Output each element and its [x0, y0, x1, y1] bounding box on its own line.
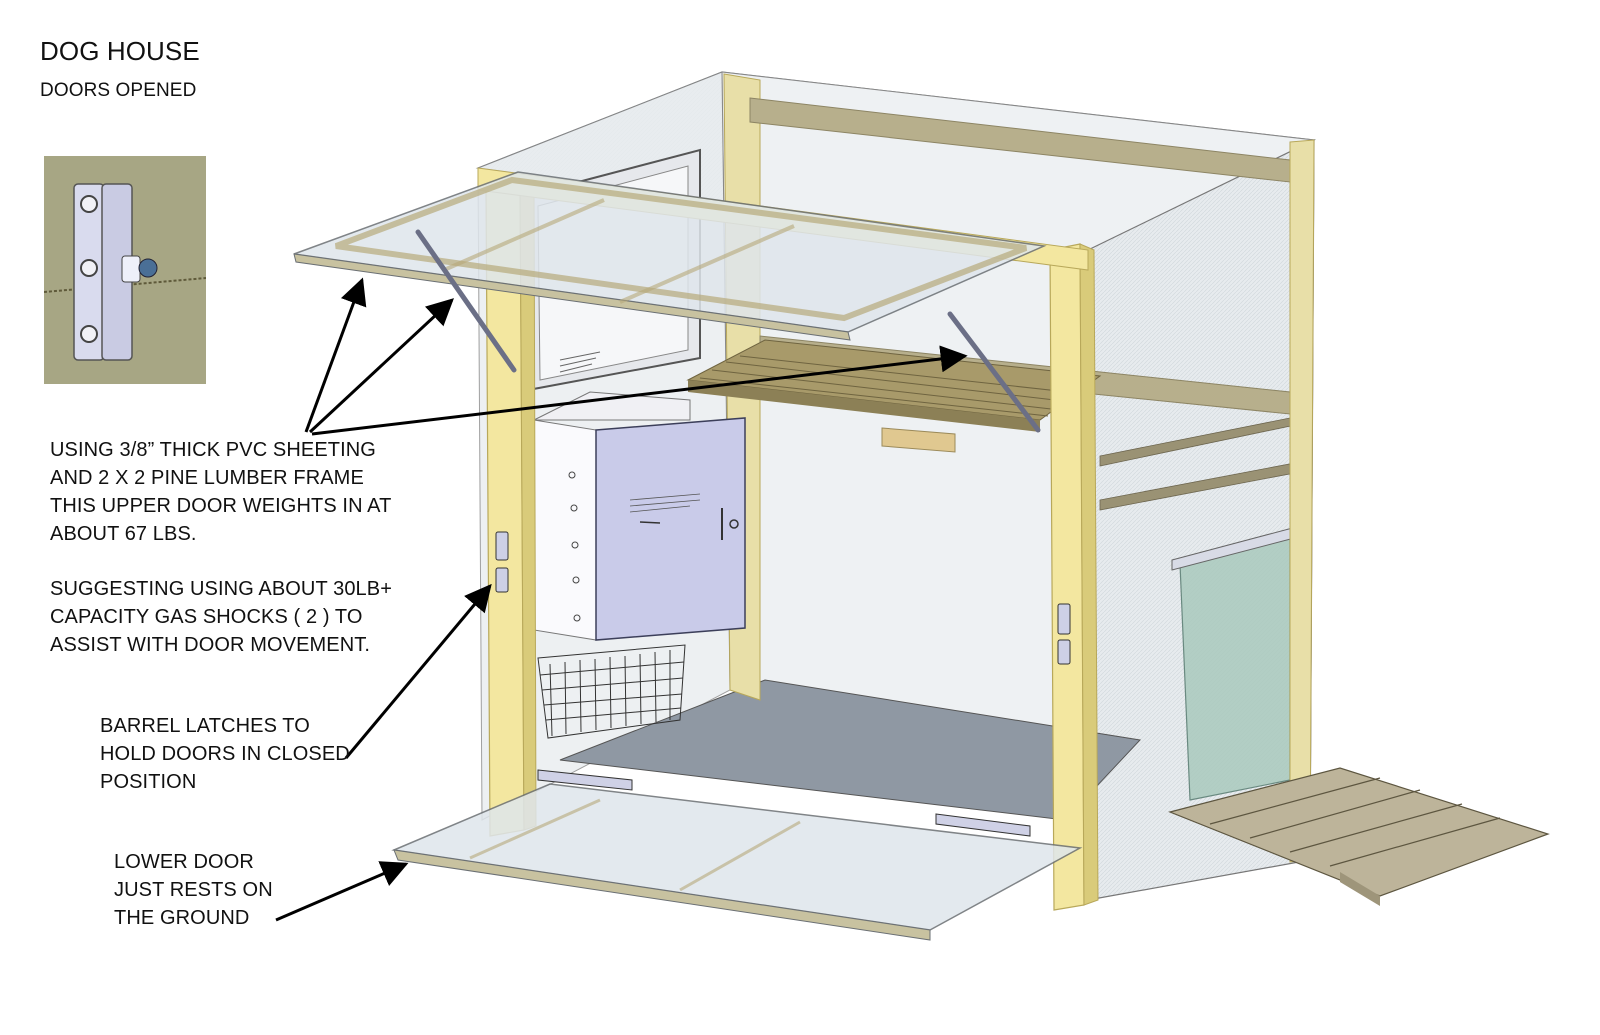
upper-door	[293, 171, 1047, 341]
note-line: LOWER DOOR	[114, 851, 254, 873]
note-line: SUGGESTING USING ABOUT 30LB+	[50, 578, 392, 600]
barrel-latches-note: BARREL LATCHES TO HOLD DOORS IN CLOSED P…	[100, 712, 350, 796]
front-right-post	[1049, 243, 1099, 911]
lower-door-note: LOWER DOOR JUST RESTS ON THE GROUND	[114, 848, 273, 932]
wire-basket	[537, 644, 686, 739]
ramp	[1168, 767, 1550, 906]
note-line: JUST RESTS ON	[114, 879, 273, 901]
note-line: USING 3/8” THICK PVC SHEETING	[50, 439, 376, 461]
note-line: THE GROUND	[114, 907, 250, 929]
hinge-icon	[43, 183, 207, 361]
lower-hinges	[537, 769, 1031, 837]
hinge-detail-inset	[43, 156, 207, 384]
upper-door-note: USING 3/8” THICK PVC SHEETING AND 2 X 2 …	[50, 436, 391, 548]
note-line: ASSIST WITH DOOR MOVEMENT.	[50, 634, 371, 656]
note-line: AND 2 X 2 PINE LUMBER FRAME	[50, 467, 364, 489]
note-line: POSITION	[100, 771, 197, 793]
back-right-post	[1289, 139, 1315, 863]
page-title: DOG HOUSE	[40, 36, 200, 66]
note-line: HOLD DOORS IN CLOSED	[100, 743, 350, 765]
note-line: ABOUT 67 LBS.	[50, 523, 197, 545]
barrel-latches	[495, 531, 1071, 665]
note-line: BARREL LATCHES TO	[100, 715, 310, 737]
page-subtitle: DOORS OPENED	[40, 80, 197, 101]
side-door-flap	[1171, 525, 1303, 801]
callout-arrows	[275, 277, 968, 922]
gas-shocks	[415, 229, 1041, 433]
lower-door	[391, 783, 1083, 941]
gas-shocks-note: SUGGESTING USING ABOUT 30LB+ CAPACITY GA…	[50, 575, 392, 659]
note-line: THIS UPPER DOOR WEIGHTS IN AT	[50, 495, 392, 517]
floor	[559, 679, 1142, 821]
wall-cabinet	[533, 391, 746, 641]
note-line: CAPACITY GAS SHOCKS ( 2 ) TO	[50, 606, 363, 628]
